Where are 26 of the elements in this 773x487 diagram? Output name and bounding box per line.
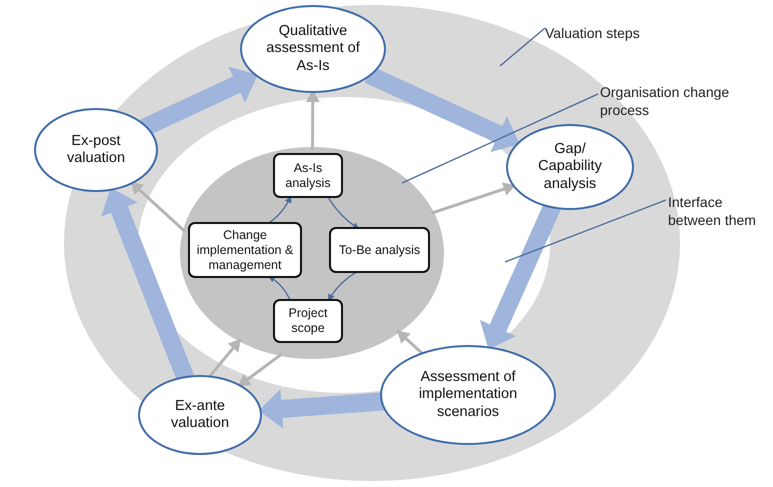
step-ellipse: Gap/ Capability analysis xyxy=(506,124,634,210)
arrow xyxy=(130,180,186,233)
block-arrow xyxy=(258,389,384,429)
block-arrow xyxy=(364,66,520,152)
arrow xyxy=(237,352,283,388)
leader-line xyxy=(504,199,666,263)
step-ellipse: Ex-post valuation xyxy=(34,108,158,192)
process-box: Change implementation & management xyxy=(188,222,302,278)
step-ellipse: Qualitative assessment of As-Is xyxy=(240,5,386,93)
leader-line xyxy=(402,93,598,184)
callout-label: Organisation change process xyxy=(600,80,750,122)
arrow xyxy=(268,275,292,302)
step-ellipse: Ex-ante valuation xyxy=(138,375,262,455)
block-arrow xyxy=(140,66,258,136)
callout-label: Interface between them xyxy=(668,190,772,232)
process-box: To-Be analysis xyxy=(329,227,430,273)
callout-label: Valuation steps xyxy=(545,12,655,54)
arrow xyxy=(396,329,425,356)
arrow xyxy=(327,270,359,302)
arrow xyxy=(326,195,360,230)
step-ellipse: Assessment of implementation scenarios xyxy=(380,345,556,445)
process-box: As-Is analysis xyxy=(273,153,343,198)
arrow xyxy=(430,182,516,215)
process-box: Project scope xyxy=(273,299,343,343)
leader-line xyxy=(500,28,546,66)
arrow xyxy=(306,90,320,150)
